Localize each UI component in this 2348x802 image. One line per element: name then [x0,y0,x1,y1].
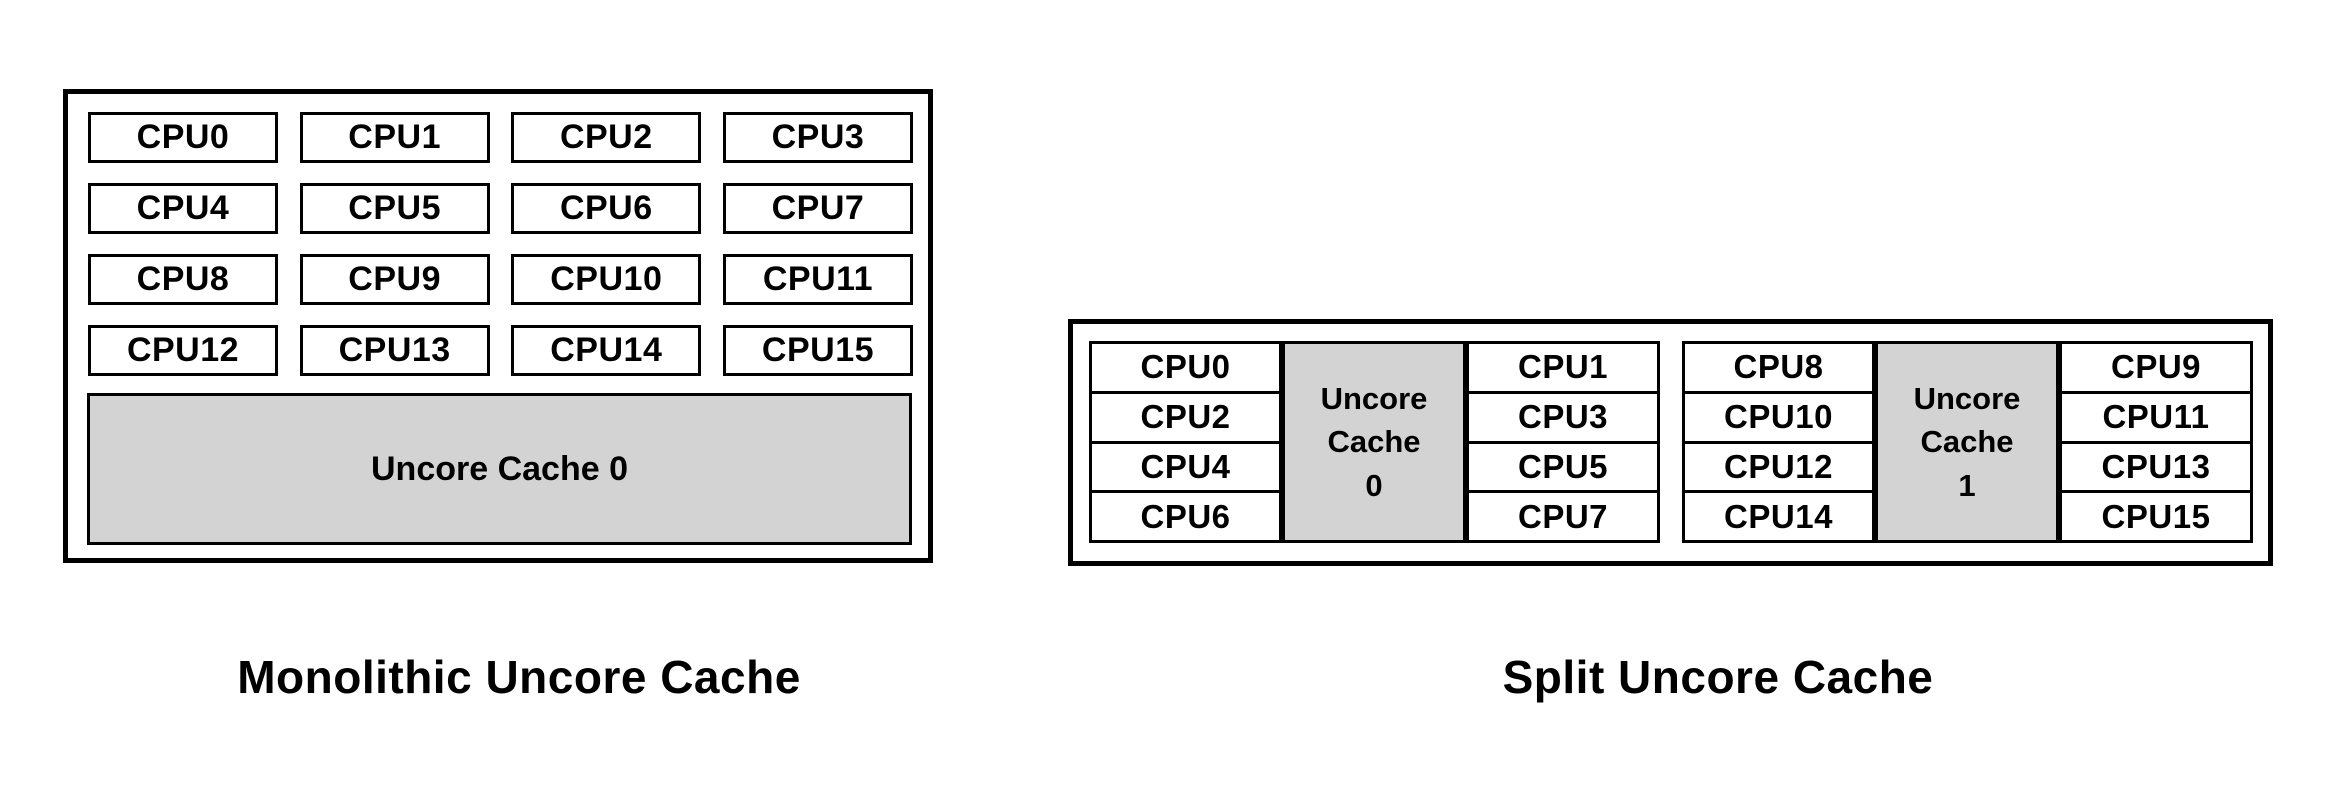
split-diagram-box: CPU0 CPU2 CPU4 CPU6 Uncore Cache 0 CPU1 … [1068,319,2273,566]
cpu-box: CPU14 [511,325,702,376]
uncore-cache-0-split-box: Uncore Cache 0 [1282,341,1466,543]
cpu-cell: CPU11 [2059,390,2253,444]
cpu-cell: CPU12 [1682,440,1875,494]
cpu-cell: CPU7 [1466,490,1660,543]
monolithic-diagram-box: CPU0 CPU1 CPU2 CPU3 CPU4 CPU5 CPU6 CPU7 … [63,89,933,563]
cpu-cell: CPU9 [2059,341,2253,394]
cpu-cell: CPU5 [1466,440,1660,494]
cpu-cell: CPU4 [1089,440,1282,494]
cpu-box: CPU10 [511,254,702,305]
cpu-cell: CPU0 [1089,341,1282,394]
uncore-label-line: 0 [1365,467,1383,503]
cpu-box: CPU11 [722,254,913,305]
cpu-box: CPU2 [511,112,702,163]
cpu-column-even: CPU0 CPU2 CPU4 CPU6 [1089,341,1282,543]
cpu-box: CPU8 [88,254,278,305]
uncore-cache-1-split-box: Uncore Cache 1 [1875,341,2059,543]
uncore-label-line: Uncore [1913,380,2021,416]
cpu-box: CPU5 [299,183,490,234]
cpu-box: CPU15 [722,325,913,376]
cpu-box: CPU1 [299,112,490,163]
cpu-cell: CPU2 [1089,390,1282,444]
cpu-cell: CPU6 [1089,490,1282,543]
split-group-0: CPU0 CPU2 CPU4 CPU6 Uncore Cache 0 CPU1 … [1089,341,1660,543]
cpu-column-odd: CPU1 CPU3 CPU5 CPU7 [1466,341,1660,543]
uncore-label-line: Cache [1327,424,1421,460]
uncore-label-line: Cache [1920,424,2014,460]
cpu-box: CPU3 [722,112,913,163]
cpu-box: CPU4 [88,183,278,234]
uncore-cache-0-box: Uncore Cache 0 [87,393,912,545]
cpu-cell: CPU14 [1682,490,1875,543]
split-group-1: CPU8 CPU10 CPU12 CPU14 Uncore Cache 1 CP… [1682,341,2253,543]
cpu-cell: CPU10 [1682,390,1875,444]
cpu-box: CPU0 [88,112,278,163]
cpu-box: CPU12 [88,325,278,376]
cpu-cell: CPU13 [2059,440,2253,494]
cpu-box: CPU13 [299,325,490,376]
cpu-column-even: CPU8 CPU10 CPU12 CPU14 [1682,341,1875,543]
cpu-box: CPU9 [299,254,490,305]
cpu-cell: CPU15 [2059,490,2253,543]
cpu-cell: CPU8 [1682,341,1875,394]
cpu-cell: CPU1 [1466,341,1660,394]
monolithic-caption: Monolithic Uncore Cache [237,651,801,703]
cpu-cell: CPU3 [1466,390,1660,444]
uncore-label-line: 1 [1958,467,1976,503]
cpu-grid: CPU0 CPU1 CPU2 CPU3 CPU4 CPU5 CPU6 CPU7 … [88,112,913,376]
cpu-box: CPU6 [511,183,702,234]
cpu-column-odd: CPU9 CPU11 CPU13 CPU15 [2059,341,2253,543]
uncore-label-line: Uncore [1320,380,1428,416]
split-caption: Split Uncore Cache [1502,651,1934,703]
cpu-box: CPU7 [722,183,913,234]
